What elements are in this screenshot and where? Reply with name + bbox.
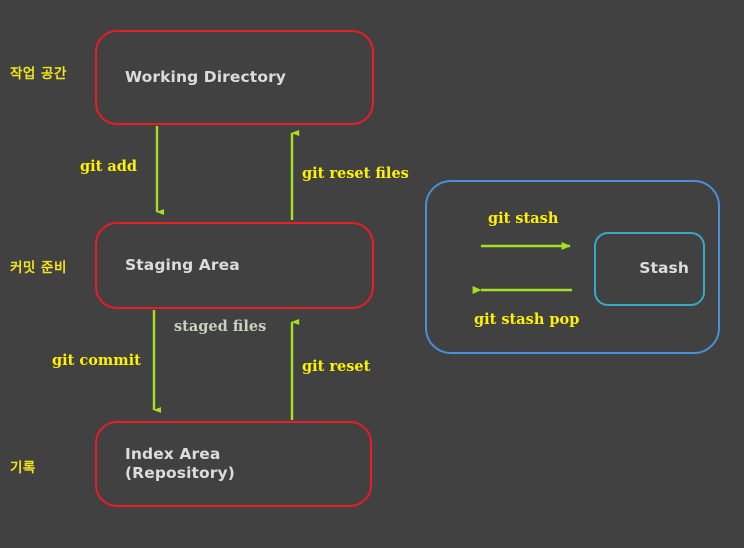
node-staging-area-label: Staging Area [125, 255, 240, 274]
node-stash[interactable]: Stash [594, 232, 705, 306]
label-staged-files: staged files [174, 318, 267, 335]
label-git-reset: git reset [302, 358, 371, 375]
label-git-reset-files: git reset files [302, 165, 409, 182]
side-label-commit-ready: 커밋 준비 [10, 260, 67, 276]
side-label-working-space: 작업 공간 [10, 66, 67, 82]
node-index-area[interactable]: Index Area (Repository) [95, 421, 372, 507]
node-working-directory[interactable]: Working Directory [95, 30, 374, 125]
node-stash-label: Stash [639, 259, 689, 278]
label-git-add: git add [80, 158, 138, 175]
label-git-stash: git stash [488, 210, 559, 227]
stash-container[interactable]: Stash [425, 180, 720, 354]
side-label-record: 기록 [10, 460, 36, 476]
label-git-stash-pop: git stash pop [474, 311, 580, 328]
node-working-directory-label: Working Directory [125, 67, 287, 86]
label-git-commit: git commit [52, 352, 141, 369]
node-staging-area[interactable]: Staging Area [95, 222, 374, 309]
node-index-area-label: Index Area (Repository) [125, 444, 235, 482]
